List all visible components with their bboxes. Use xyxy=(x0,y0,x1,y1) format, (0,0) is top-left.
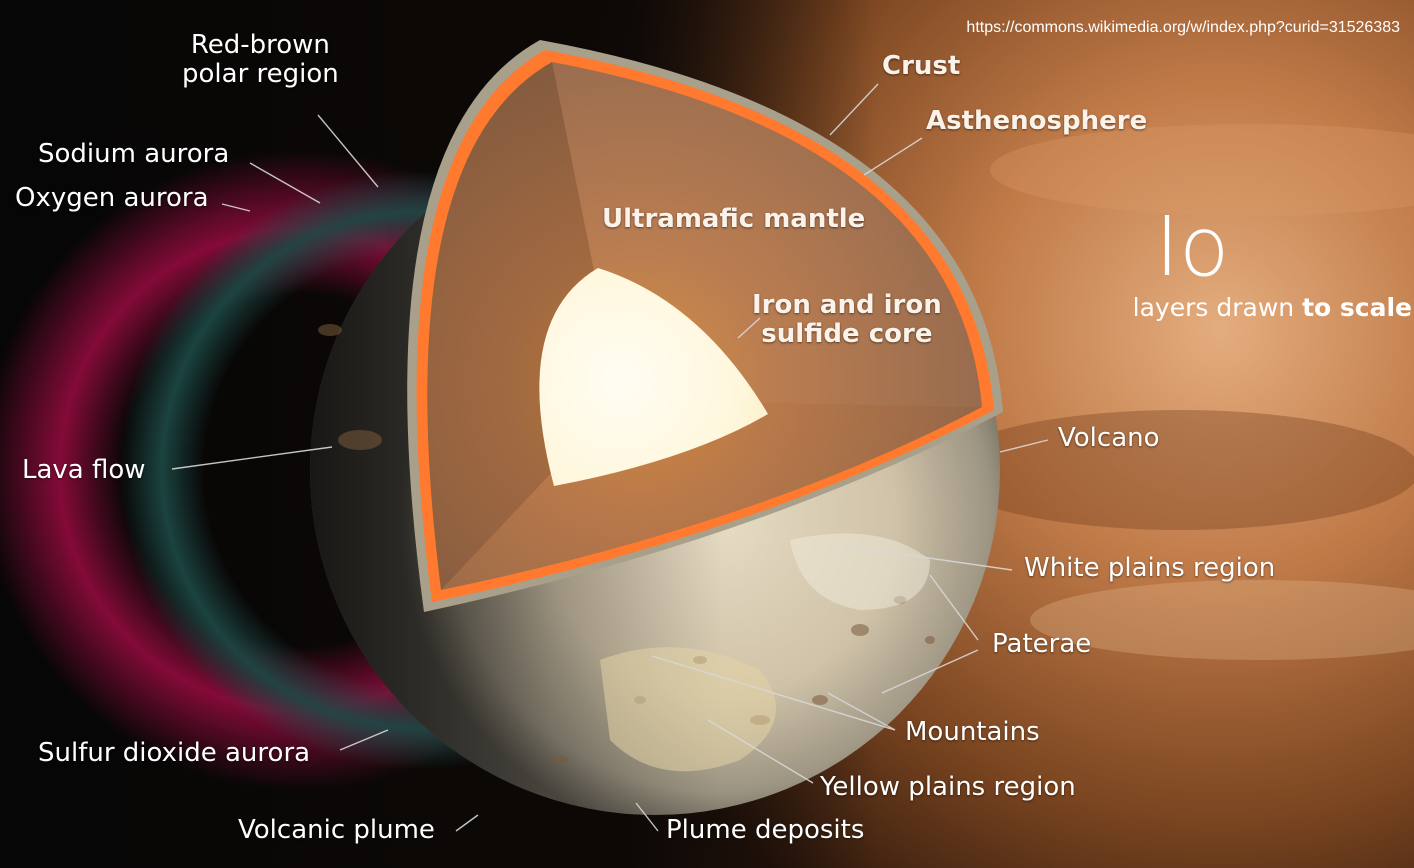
subtitle-emphasis: to scale xyxy=(1302,293,1412,322)
label-ultramafic-mantle: Ultramafic mantle xyxy=(602,205,865,234)
label-crust: Crust xyxy=(882,52,960,81)
subtitle-prefix: layers drawn xyxy=(1133,293,1302,322)
label-yellow-plains-region: Yellow plains region xyxy=(820,773,1076,802)
label-sodium-aurora: Sodium aurora xyxy=(38,140,229,169)
patera-spot xyxy=(552,756,568,764)
lava-flow-spot xyxy=(338,430,382,450)
label-white-plains-region: White plains region xyxy=(1024,554,1275,583)
label-core: Iron and iron sulfide core xyxy=(752,291,942,349)
label-paterae: Paterae xyxy=(992,630,1091,659)
lava-flow-spot xyxy=(318,324,342,336)
diagram-title: Io xyxy=(1155,198,1229,298)
patera-spot xyxy=(925,636,935,644)
label-volcanic-plume: Volcanic plume xyxy=(238,816,435,845)
label-mountains: Mountains xyxy=(905,718,1040,747)
label-volcano: Volcano xyxy=(1058,424,1160,453)
label-oxygen-aurora: Oxygen aurora xyxy=(15,184,209,213)
patera-spot xyxy=(812,695,828,705)
diagram-subtitle: layers drawn to scale xyxy=(1133,293,1412,322)
label-red-brown-polar-region: Red-brown polar region xyxy=(182,31,339,89)
label-asthenosphere: Asthenosphere xyxy=(926,107,1147,136)
label-lava-flow: Lava flow xyxy=(22,456,146,485)
source-credit: https://commons.wikimedia.org/w/index.ph… xyxy=(966,19,1400,37)
label-sulfur-dioxide-aurora: Sulfur dioxide aurora xyxy=(38,739,310,768)
label-plume-deposits: Plume deposits xyxy=(666,816,864,845)
jupiter-band xyxy=(940,410,1414,530)
patera-spot xyxy=(851,624,869,636)
yellow-plains-patch xyxy=(600,647,776,771)
